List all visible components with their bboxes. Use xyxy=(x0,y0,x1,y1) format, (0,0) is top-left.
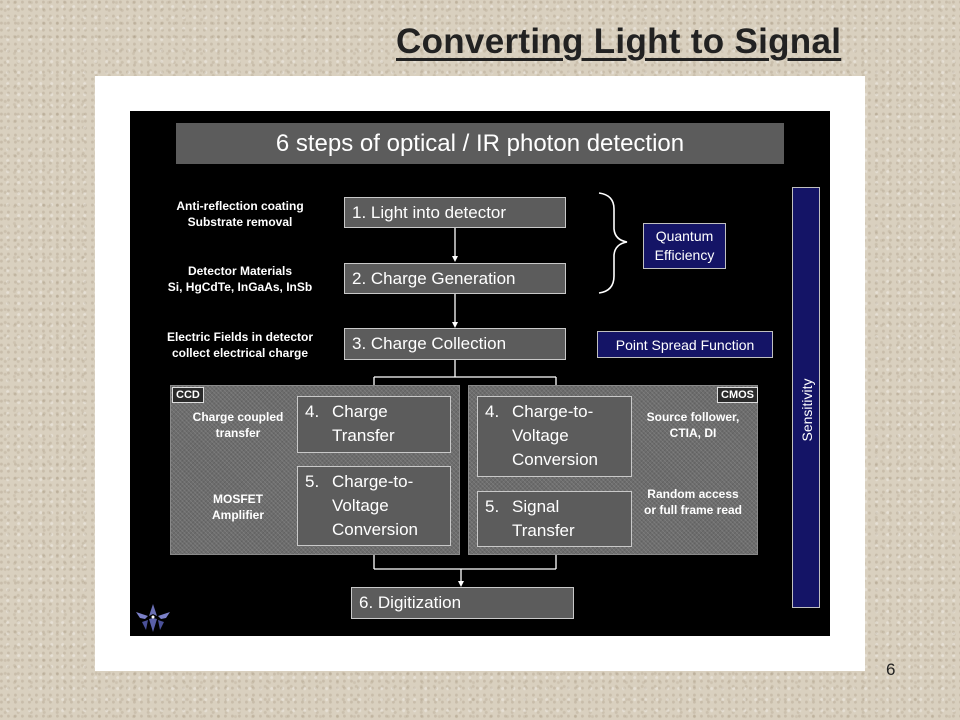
cmos-note-readout: Random access or full frame read xyxy=(643,487,743,517)
cmos-step-signal-transfer: 5. Signal Transfer xyxy=(477,491,632,547)
ccd-step4-number: 4. xyxy=(305,402,320,421)
slide-title: Converting Light to Signal xyxy=(396,22,842,61)
ccd-step-charge-transfer: 4. Charge Transfer xyxy=(297,396,451,453)
arrowhead-3 xyxy=(452,322,458,328)
cmos-step-charge-to-voltage: 4. Charge-to- Voltage Conversion xyxy=(477,396,632,477)
ccd-tag: CCD xyxy=(172,387,204,403)
ccd-note-amplifier: MOSFET Amplifier xyxy=(211,492,264,522)
page-number: 6 xyxy=(886,660,896,679)
sensitivity-bar xyxy=(792,187,820,608)
ccd-note-transfer: Charge coupled transfer xyxy=(192,410,284,440)
note-materials: Detector Materials Si, HgCdTe, InGaAs, I… xyxy=(167,264,313,294)
ccd-step5-label: Charge-to- Voltage Conversion xyxy=(332,472,418,539)
step-charge-generation: 2. Charge Generation xyxy=(344,263,566,294)
sensitivity-label: Sensitivity xyxy=(799,378,815,442)
diagram-heading: 6 steps of optical / IR photon detection xyxy=(176,123,784,164)
quantum-efficiency-box: Quantum Efficiency xyxy=(643,223,726,269)
connectors xyxy=(371,192,628,587)
ccd-step5-number: 5. xyxy=(305,472,320,491)
step-charge-collection: 3. Charge Collection xyxy=(344,328,566,360)
company-logo-icon xyxy=(136,604,170,632)
arrowhead-2 xyxy=(452,256,458,262)
cmos-step5-number: 5. xyxy=(485,497,500,516)
qe-bracket xyxy=(598,192,628,294)
arrowhead-6 xyxy=(458,581,464,587)
cmos-tag: CMOS xyxy=(717,387,758,403)
ccd-step-charge-to-voltage: 5. Charge-to- Voltage Conversion xyxy=(297,466,451,546)
psf-box: Point Spread Function xyxy=(597,331,773,358)
cmos-note-follower: Source follower, CTIA, DI xyxy=(646,410,740,440)
cmos-step4-label: Charge-to- Voltage Conversion xyxy=(512,402,598,469)
ccd-step4-label: Charge Transfer xyxy=(332,402,395,445)
note-electric-fields: Electric Fields in detector collect elec… xyxy=(166,330,314,360)
diagram-stage: 6 steps of optical / IR photon detection… xyxy=(130,111,830,636)
step-light-into-detector: 1. Light into detector xyxy=(344,197,566,228)
step-digitization: 6. Digitization xyxy=(351,587,574,619)
note-coatings: Anti-reflection coating Substrate remova… xyxy=(176,199,304,229)
cmos-step4-number: 4. xyxy=(485,402,500,421)
cmos-step5-label: Signal Transfer xyxy=(512,497,575,540)
